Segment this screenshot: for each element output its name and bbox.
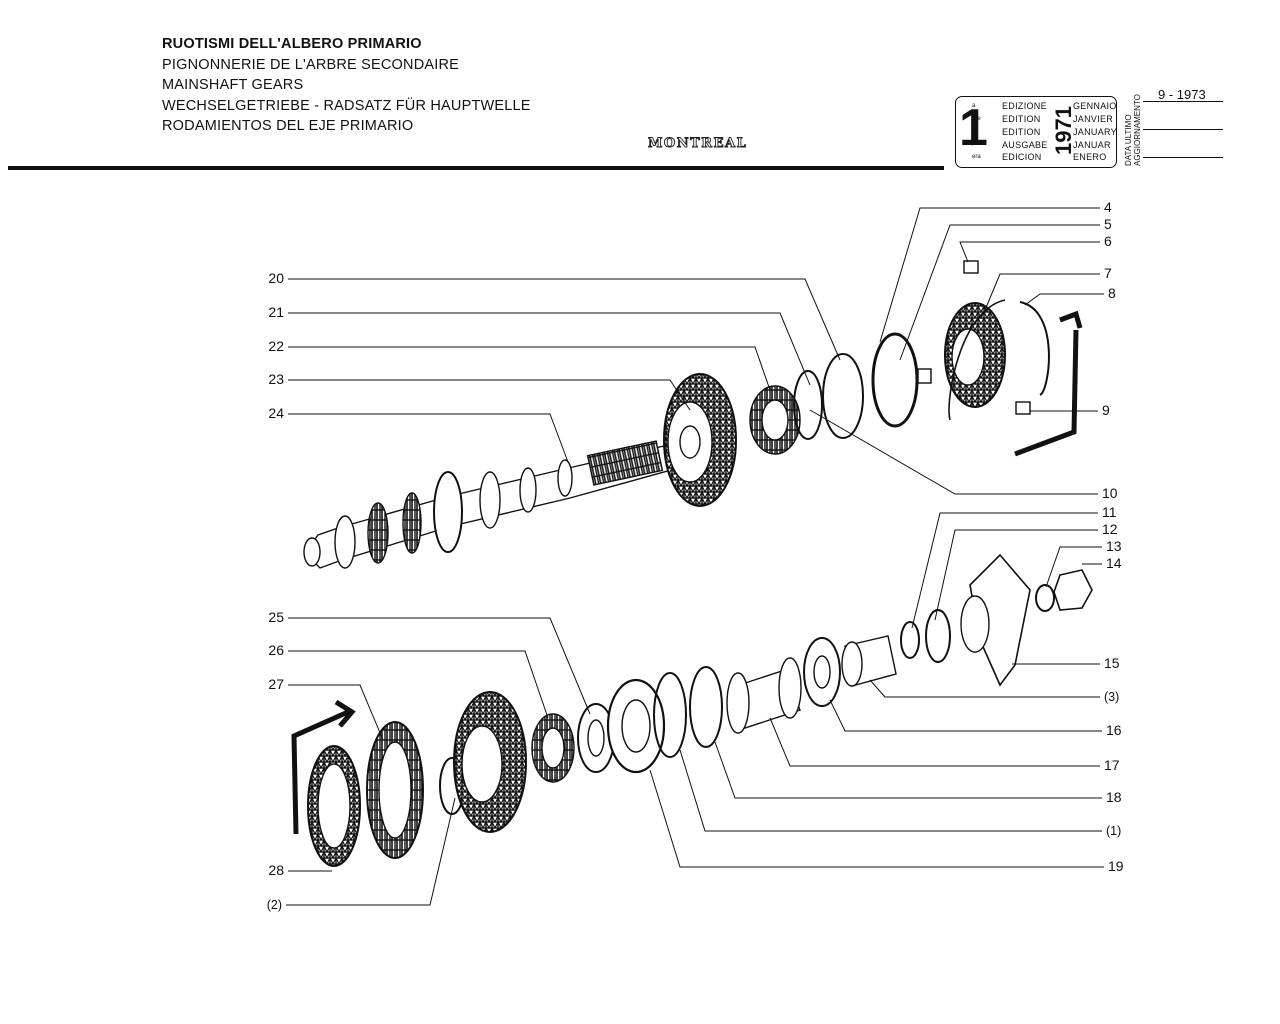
callout-26: 26 [268,642,284,658]
callout-27: 27 [268,676,284,692]
callout-6: 6 [1104,233,1112,249]
title-german: WECHSELGETRIEBE - RADSATZ FÜR HAUPTWELLE [162,97,531,114]
callout-8: 8 [1108,285,1116,301]
leader-line [911,512,1098,629]
edition-number: 1 [959,99,988,157]
leader-line [288,684,384,741]
upper-flow-arrow [1014,310,1083,457]
callout-7: 7 [1104,265,1112,281]
leader-line [286,797,456,906]
callout-28: 28 [268,862,284,878]
callout-14: 14 [1106,555,1122,571]
callout-19: 19 [1108,858,1124,874]
callout-p2p: (2) [267,898,282,912]
edition-month: GENNAIO [1073,101,1117,111]
edition-word: EDICION [1002,152,1042,162]
edition-ordinal: a [972,103,976,109]
edition-word: EDIZIONE [1002,101,1047,111]
leader-line [934,529,1098,621]
edition-ordinal: ere [972,116,981,122]
leader-line [1045,546,1102,588]
snap-ring-8 [948,299,1006,421]
callout-16: 16 [1106,722,1122,738]
callout-12: 12 [1102,521,1118,537]
callout-17: 17 [1104,757,1120,773]
snap-ring-8 [1019,301,1050,396]
leader-line [649,769,1104,868]
callout-9: 9 [1102,402,1110,418]
update-line [1143,129,1223,130]
edition-ordinal: era [972,154,981,160]
update-date: 9 - 1973 [1158,87,1206,102]
lower-flow-arrow [291,699,356,835]
leader-line [288,346,771,391]
leader-line [959,241,1100,263]
edition-ordinal: . [972,142,974,148]
leader-line [829,699,1102,732]
callout-13: 13 [1106,538,1122,554]
leader-line [288,650,549,719]
leader-line [769,717,1100,767]
callout-23: 23 [268,371,284,387]
callout-24: 24 [268,405,284,421]
needle-bearing-22 [749,385,801,455]
edition-month: JANUARY [1073,127,1117,137]
leader-line [288,312,811,386]
callout-4: 4 [1104,199,1112,215]
leader-line [288,278,841,361]
callout-21: 21 [268,304,284,320]
callout-20: 20 [268,270,284,286]
synchro-hub-7 [944,302,1006,408]
callout-15: 15 [1104,655,1120,671]
edition-month: JANVIER [1073,114,1114,124]
mainshaft [303,434,701,569]
edition-word: EDITION [1002,114,1041,124]
edition-word: AUSGABE [1002,140,1048,150]
update-line [1143,101,1223,102]
edition-month: JANUAR [1073,140,1111,150]
title-english: MAINSHAFT GEARS [162,77,304,93]
leader-line [288,413,569,463]
callout-p1p: (1) [1106,824,1121,838]
leader-line [879,207,1100,343]
key-6 [917,368,932,384]
title-spanish: RODAMIENTOS DEL EJE PRIMARIO [162,118,414,134]
callout-25: 25 [268,609,284,625]
edition-month: ENERO [1073,152,1107,162]
callout-22: 22 [268,338,284,354]
leader-lines [286,207,1104,906]
header-rule [8,166,944,170]
leader-line [1024,293,1104,306]
edition-box: 1 a ere st . era EDIZIONE EDITION EDITIO… [955,96,1117,168]
leader-line [899,224,1100,361]
leader-line [679,749,1102,832]
upper-gear-23 [663,373,737,507]
callout-10: 10 [1102,485,1118,501]
montreal-logo: MONTREAL [648,136,748,152]
leader-line [714,741,1102,799]
callout-18: 18 [1106,789,1122,805]
title-italian: RUOTISMI DELL'ALBERO PRIMARIO [162,36,422,52]
leader-line [984,273,1100,311]
upper-rings [793,332,919,440]
edition-word: EDITION [1002,127,1041,137]
title-block: RUOTISMI DELL'ALBERO PRIMARIO PIGNONNERI… [162,34,531,137]
key-9 [1015,401,1031,415]
lower-gear-group [307,553,1093,867]
callout-5: 5 [1104,216,1112,232]
leader-line [869,679,1100,698]
leader-line [288,379,691,411]
callout-11: 11 [1102,504,1117,520]
leader-line [288,617,591,715]
leader-line [809,409,1098,495]
key-6 [963,260,979,274]
title-french: PIGNONNERIE DE L'ARBRE SECONDAIRE [162,56,460,73]
update-line [1143,157,1223,158]
edition-ordinal: st [972,129,977,135]
callout-p3p: (3) [1104,690,1119,704]
